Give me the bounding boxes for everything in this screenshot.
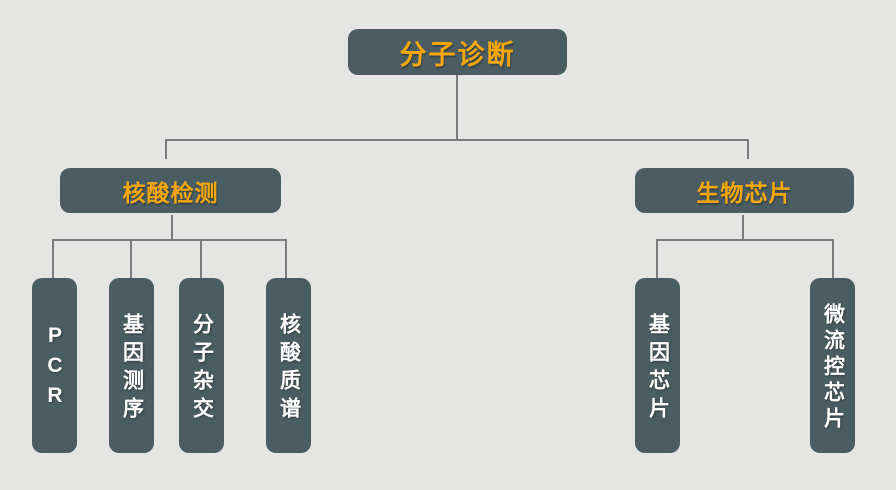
connector-level2-horizontal: [165, 139, 749, 141]
node-pcr-label: PCR: [43, 324, 67, 414]
node-gene-sequencing-label: 基因测序: [120, 313, 144, 425]
node-nucleic-acid-mass-spec: 核酸质谱: [266, 278, 311, 453]
node-molecular-diagnosis-label: 分子诊断: [399, 39, 516, 70]
node-microfluidic-chip: 微流控芯片: [810, 278, 855, 453]
node-gene-sequencing: 基因测序: [109, 278, 154, 453]
connector-nucleic-horizontal: [52, 239, 287, 241]
node-biochip-label: 生物芯片: [696, 179, 793, 206]
node-microfluidic-chip-label: 微流控芯片: [821, 303, 845, 433]
node-nucleic-acid-mass-spec-label: 核酸质谱: [277, 313, 301, 425]
connector-drop-nucleic: [165, 139, 167, 159]
connector-biochip-stub: [742, 215, 744, 239]
node-nucleic-acid-testing-label: 核酸检测: [122, 179, 219, 206]
node-molecular-hybridization-label: 分子杂交: [190, 313, 214, 425]
connector-drop-pcr: [52, 239, 54, 278]
connector-root-vertical: [456, 75, 458, 139]
node-molecular-diagnosis: 分子诊断: [348, 29, 567, 75]
connector-drop-biochip: [747, 139, 749, 159]
connector-drop-mass-spec: [285, 239, 287, 278]
connector-nucleic-stub: [171, 215, 173, 239]
node-nucleic-acid-testing: 核酸检测: [60, 168, 281, 213]
connector-drop-microfluidic: [832, 239, 834, 278]
node-gene-chip-label: 基因芯片: [646, 313, 670, 425]
node-molecular-hybridization: 分子杂交: [179, 278, 224, 453]
connector-biochip-horizontal: [656, 239, 834, 241]
connector-drop-genechip: [656, 239, 658, 278]
node-biochip: 生物芯片: [635, 168, 854, 213]
node-pcr: PCR: [32, 278, 77, 453]
node-gene-chip: 基因芯片: [635, 278, 680, 453]
connector-drop-sequencing: [130, 239, 132, 278]
connector-drop-hybridization: [200, 239, 202, 278]
